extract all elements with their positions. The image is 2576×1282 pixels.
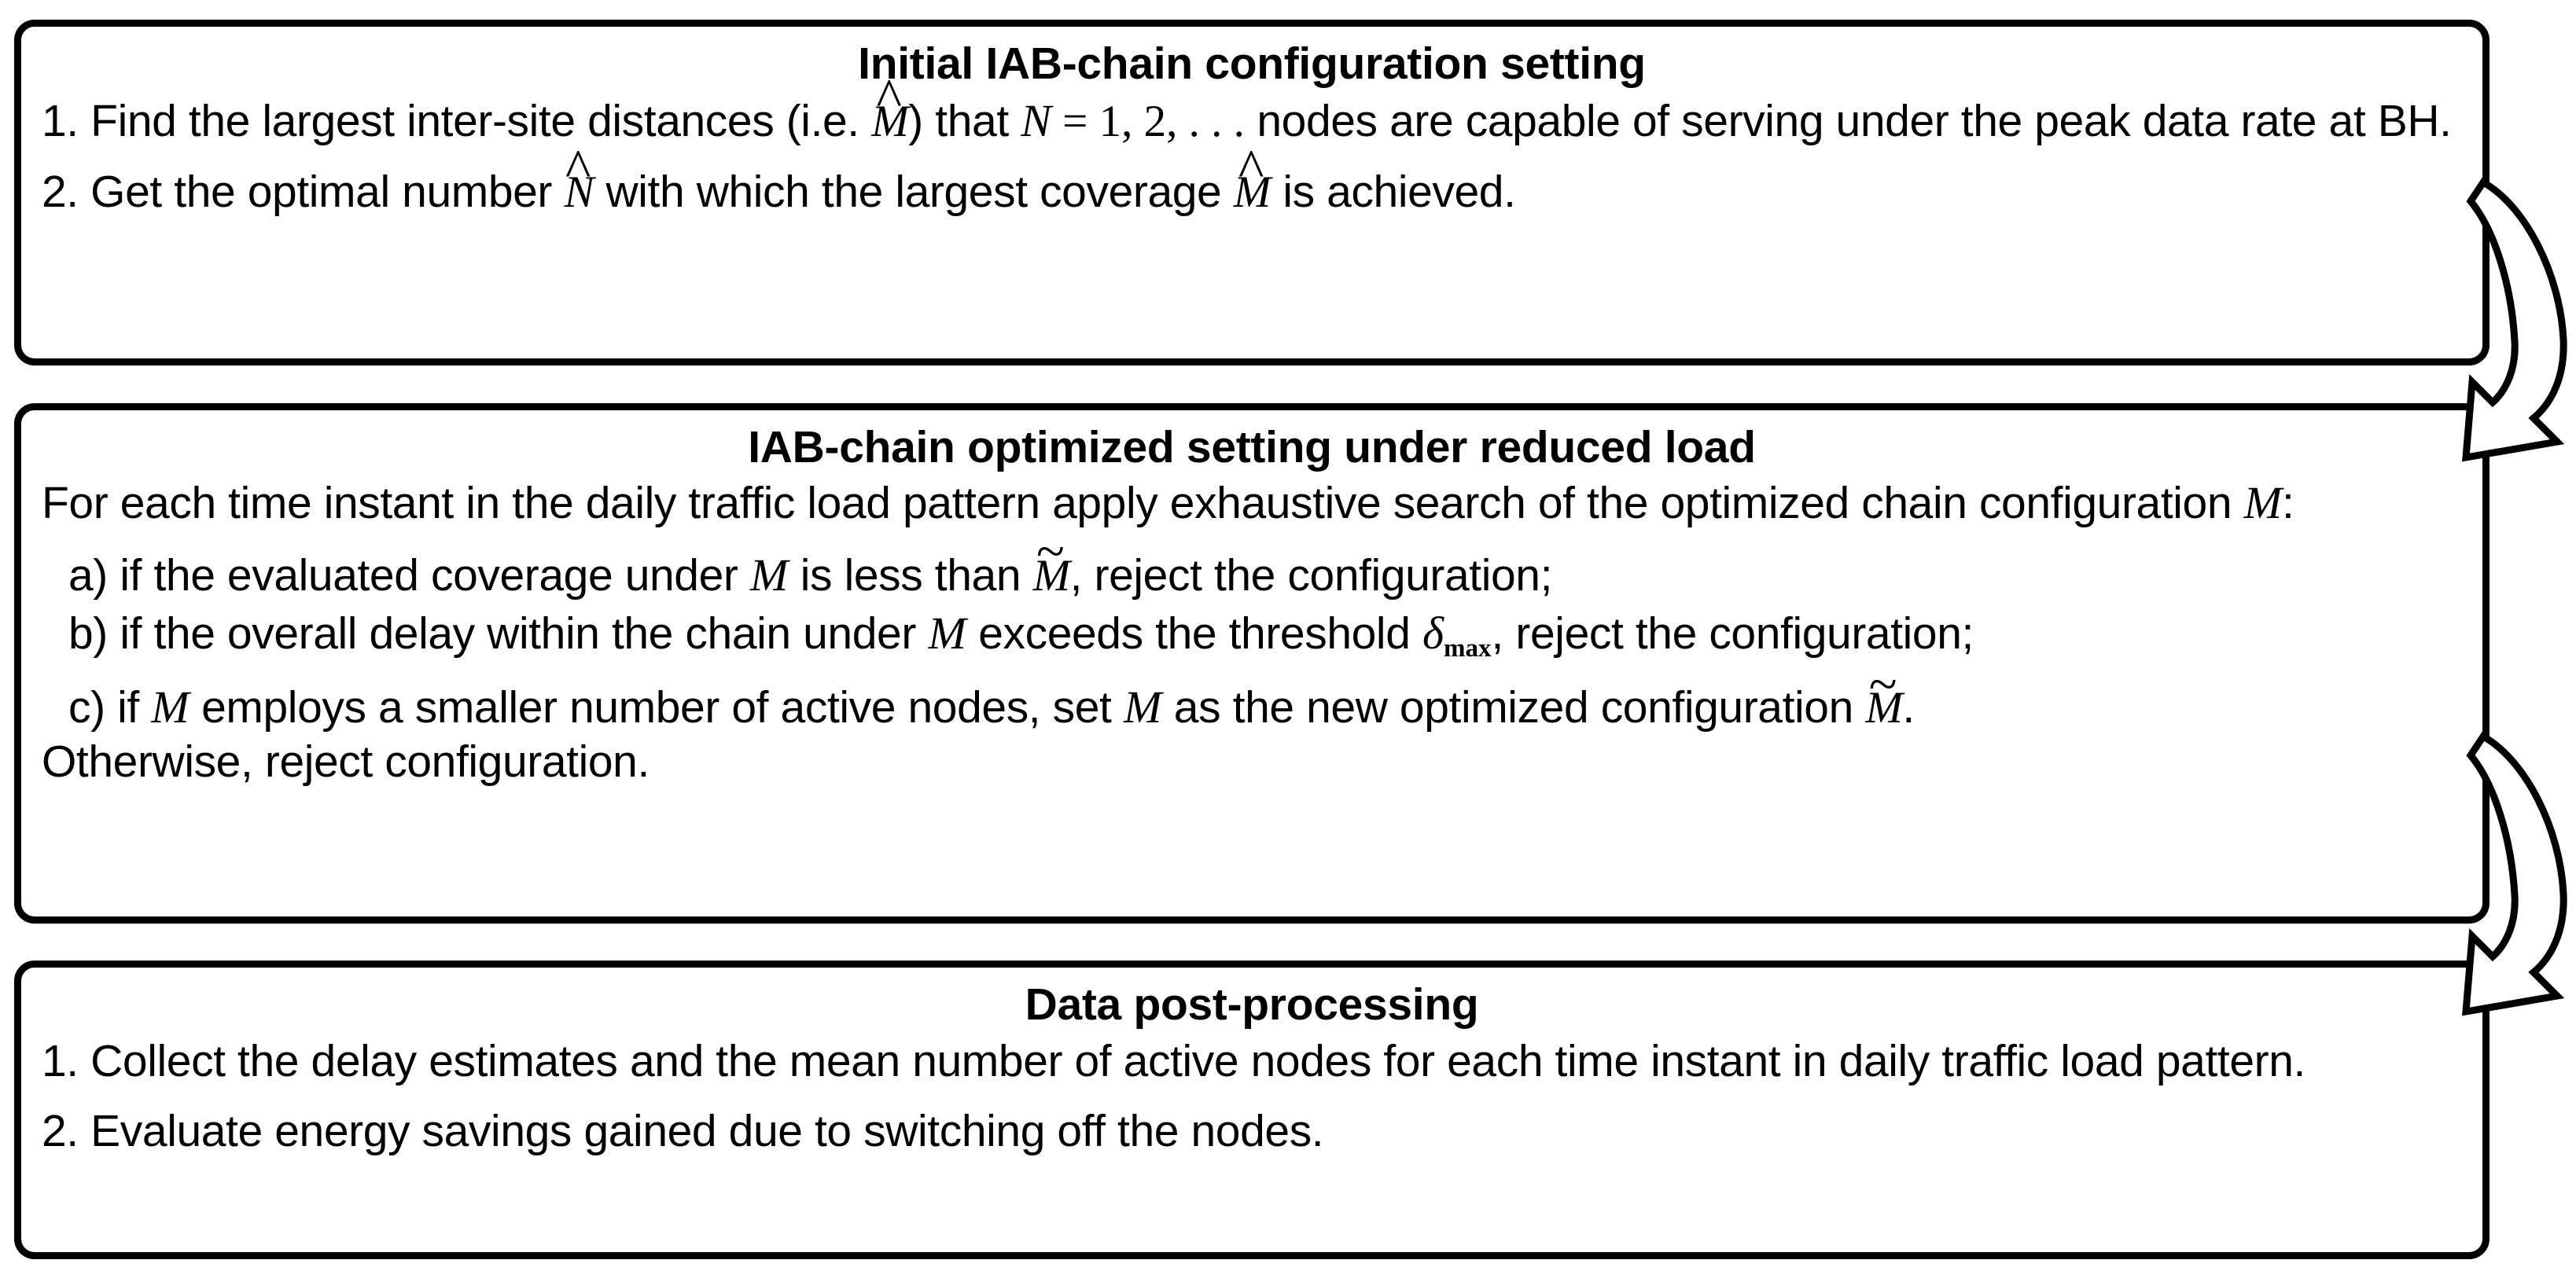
optimized-intro-text-b: : [2282, 477, 2294, 528]
math-n-hat: ^N [564, 142, 594, 217]
math-delta: δ [1422, 607, 1444, 659]
step-1-text-part-c: nodes are capable of serving under the p… [1244, 95, 2452, 146]
post-step-1-collect-estimates: 1. Collect the delay estimates and the m… [42, 1035, 2306, 1086]
stage-box-initial-configuration: Initial IAB-chain configuration setting … [14, 20, 2490, 365]
math-m-hat: ^M [1233, 142, 1271, 217]
math-m-hat-letter: M [1233, 167, 1271, 217]
math-m-hat-letter: M [871, 96, 909, 146]
criterion-c-text-3: as the new optimized configuration [1161, 682, 1866, 733]
criterion-c-text-2: employs a smaller number of active nodes… [189, 682, 1124, 733]
math-m: M [151, 681, 190, 733]
stage-body-initial-configuration: 1. Find the largest inter-site distances… [42, 72, 2462, 219]
optimized-intro-paragraph: For each time instant in the daily traff… [42, 476, 2462, 530]
step-1-text-part-b: ) that [908, 95, 1021, 146]
math-m: M [928, 607, 966, 659]
stage-body-optimized-setting: For each time instant in the daily traff… [42, 476, 2462, 788]
math-m: M [2243, 476, 2283, 528]
criterion-b-text-2: exceeds the threshold [966, 608, 1422, 659]
stage-title-optimized-setting: IAB-chain optimized setting under reduce… [748, 422, 1756, 472]
step-1-text-part-a: 1. Find the largest inter-site distances… [42, 95, 872, 146]
step-2-text-part-c: is achieved. [1270, 166, 1516, 217]
criterion-a-text-2: is less than [788, 549, 1033, 601]
stage-box-optimized-setting: IAB-chain optimized setting under reduce… [14, 403, 2490, 924]
criterion-a-coverage: a) if the evaluated coverage under M is … [42, 526, 2462, 602]
math-m: M [1123, 681, 1162, 733]
stage-box-data-post-processing: Data post-processing 1. Collect the dela… [14, 961, 2490, 1259]
math-m-hat: ^M [871, 72, 909, 146]
stage-body-data-post-processing: 1. Collect the delay estimates and the m… [42, 1035, 2462, 1157]
math-m: M [749, 549, 789, 601]
step-2-text-part-b: with which the largest coverage [594, 166, 1234, 217]
criterion-b-delay: b) if the overall delay within the chain… [42, 607, 2462, 664]
criterion-a-text-1: a) if the evaluated coverage under [68, 549, 750, 601]
step-2-text-part-a: 2. Get the optimal number [42, 166, 565, 217]
criterion-c-text-1: c) if [68, 682, 152, 733]
stage-title-data-post-processing: Data post-processing [1025, 979, 1479, 1030]
criterion-c-active-nodes: c) if M employs a smaller number of acti… [42, 658, 2462, 734]
math-m-tilde-letter: M [1032, 550, 1070, 601]
math-m-tilde-letter: M [1865, 683, 1903, 733]
math-series-equals: = 1, 2, . . . [1051, 96, 1245, 146]
optimized-intro-text-a: For each time instant in the daily traff… [42, 477, 2244, 528]
post-step-2-evaluate-savings: 2. Evaluate energy savings gained due to… [42, 1105, 1324, 1156]
criterion-b-text-1: b) if the overall delay within the chain… [68, 608, 929, 659]
criterion-b-text-3: , reject the configuration; [1491, 608, 1974, 659]
step-2-get-optimal-number: 2. Get the optimal number ^N with which … [42, 142, 2462, 219]
step-1-find-largest-distances: 1. Find the largest inter-site distances… [42, 72, 2462, 149]
stage-title-initial-configuration: Initial IAB-chain configuration setting [858, 39, 1646, 89]
math-m-tilde: ~M [1032, 526, 1070, 601]
math-n-hat-letter: N [564, 167, 594, 217]
math-m-tilde: ~M [1865, 658, 1903, 733]
math-n: N [1021, 94, 1051, 146]
criterion-c-text-4: . [1902, 682, 1915, 733]
criterion-a-text-3: , reject the configuration; [1069, 549, 1553, 601]
math-delta-subscript-max: max [1443, 634, 1492, 663]
optimized-outro-paragraph: Otherwise, reject configuration. [42, 737, 650, 788]
